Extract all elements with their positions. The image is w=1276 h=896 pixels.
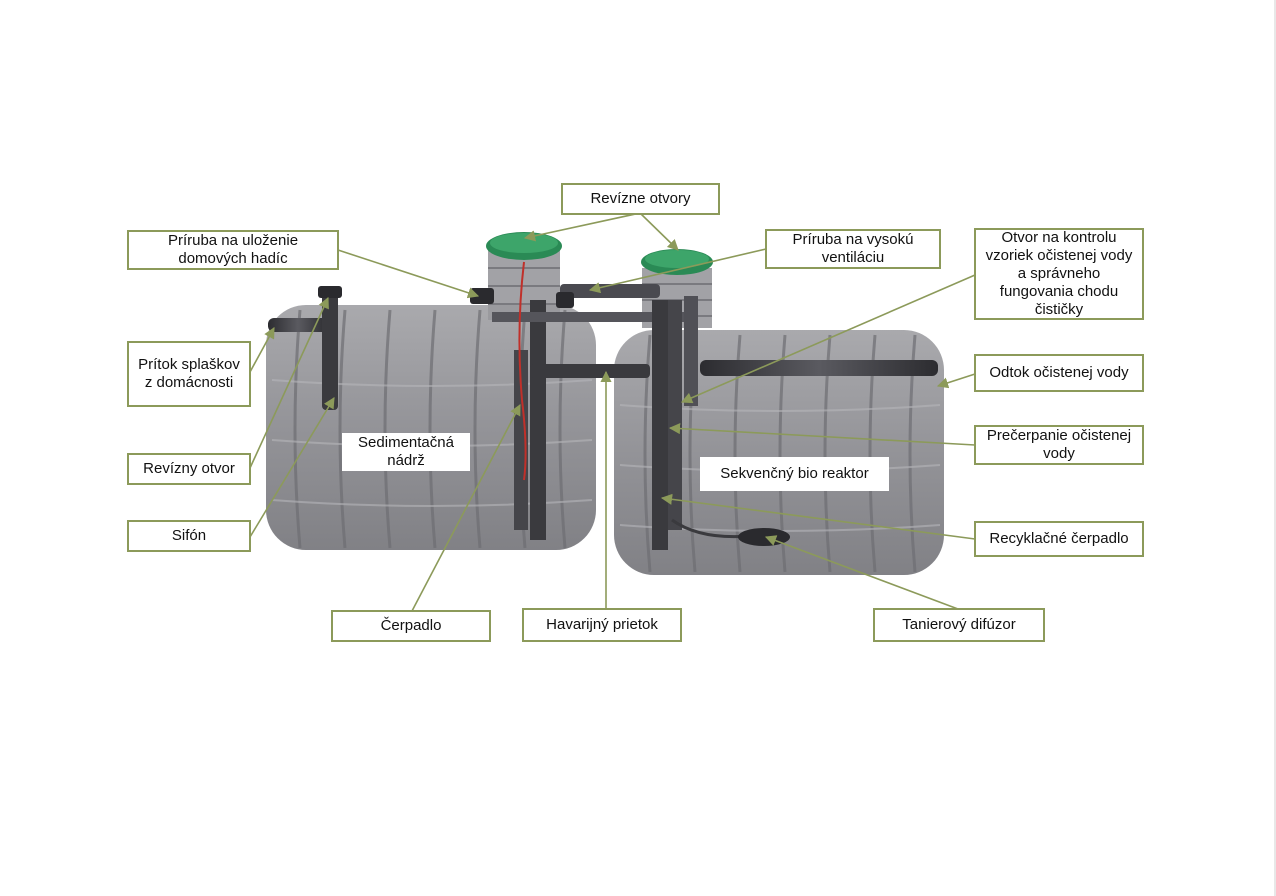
- pipework: [268, 261, 938, 550]
- label-recyklacne-cerpadlo: Recyklačné čerpadlo: [974, 521, 1144, 557]
- sedimentation-tank-icon: [266, 232, 596, 550]
- label-sifon: Sifón: [127, 520, 251, 552]
- label-otvor-kontrola: Otvor na kontrolu vzoriek očistenej vody…: [974, 228, 1144, 320]
- page-edge: [1274, 0, 1276, 896]
- label-pritok-splaskov: Prítok splaškov z domácnosti: [127, 341, 251, 407]
- leader-lines: [249, 212, 976, 612]
- tank-label-sedimentacna: Sedimentačná nádrž: [342, 433, 470, 471]
- label-tanierovy-difuzor: Tanierový difúzor: [873, 608, 1045, 642]
- label-odtok-vody: Odtok očistenej vody: [974, 354, 1144, 392]
- label-revizne-otvory: Revízne otvory: [561, 183, 720, 215]
- label-priruba-domove: Príruba na uloženie domových hadíc: [127, 230, 339, 270]
- label-havarijny-prietok: Havarijný prietok: [522, 608, 682, 642]
- tank-label-bio-reaktor: Sekvenčný bio reaktor: [700, 457, 889, 491]
- label-revizny-otvor: Revízny otvor: [127, 453, 251, 485]
- red-hose: [518, 261, 527, 481]
- label-precerpanie: Prečerpanie očistenej vody: [974, 425, 1144, 465]
- label-priruba-ventilacia: Príruba na vysokú ventiláciu: [765, 229, 941, 269]
- label-cerpadlo: Čerpadlo: [331, 610, 491, 642]
